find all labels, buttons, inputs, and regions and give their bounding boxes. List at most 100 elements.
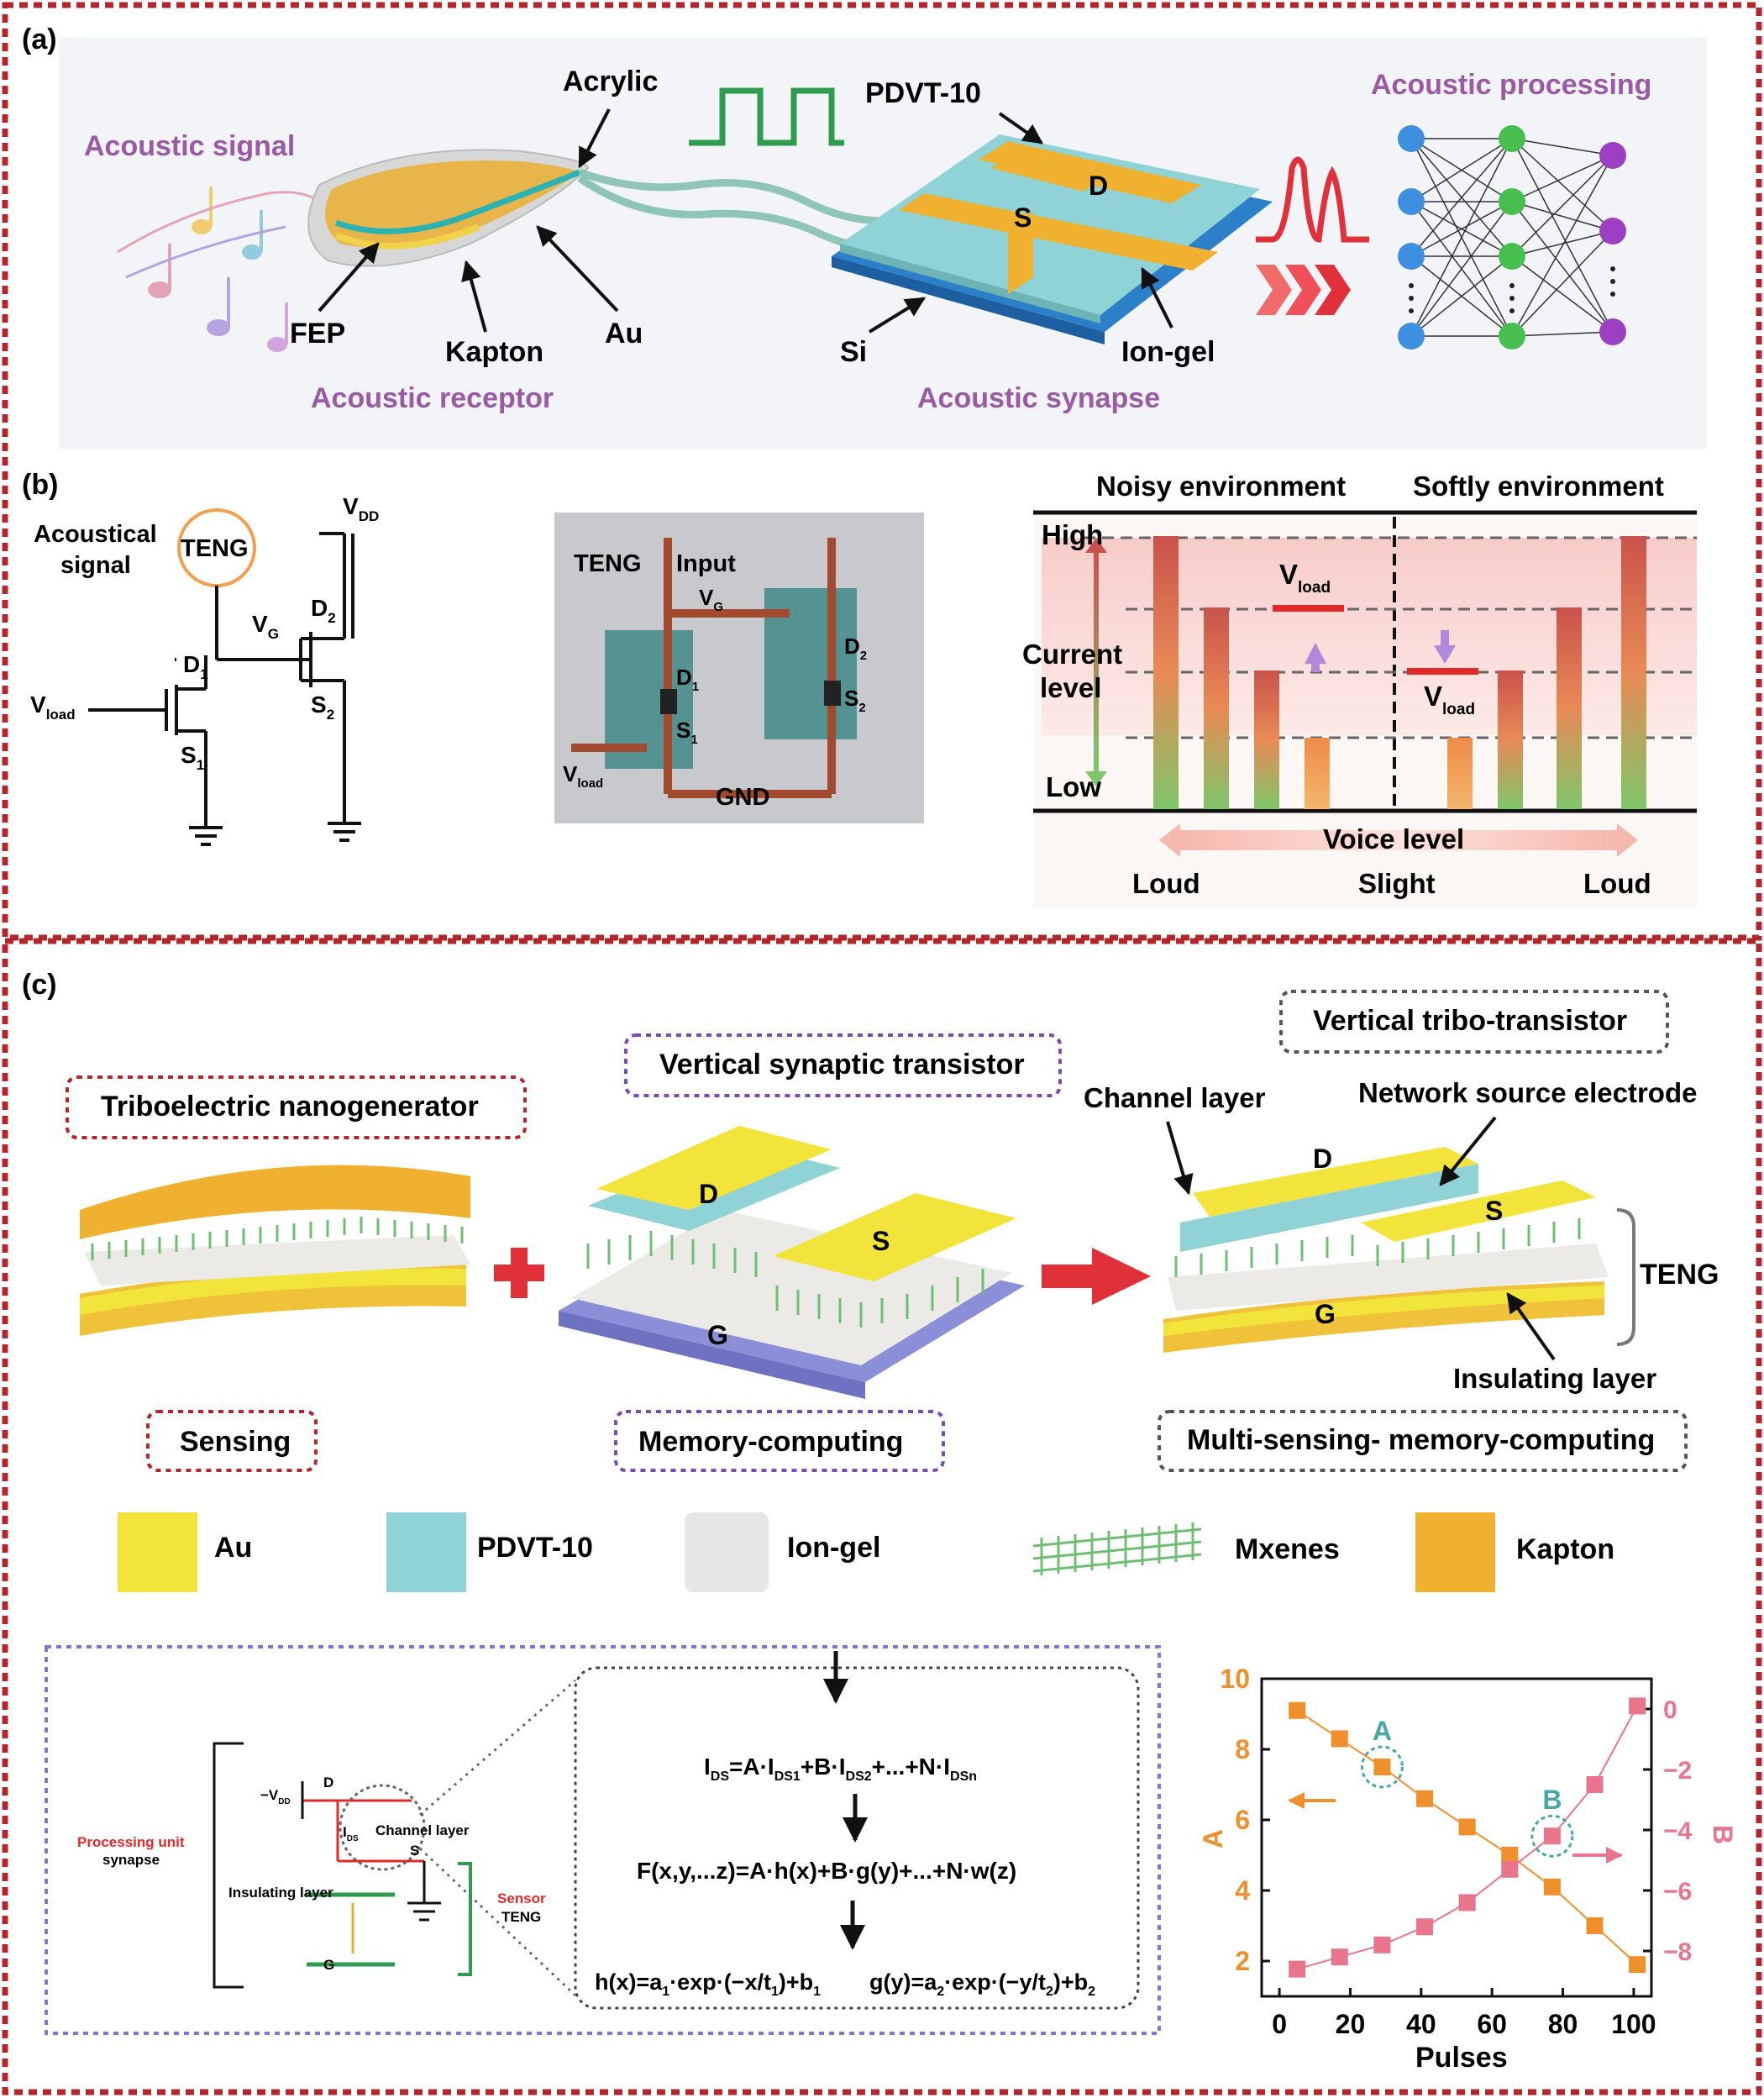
channel-layer-arrow	[1166, 1121, 1194, 1196]
y-left-tick-label: 4	[1235, 1875, 1250, 1906]
multi-sensing-label: Multi-sensing- memory-computing	[1187, 1424, 1655, 1456]
vtt-teng-label: TENG	[1640, 1259, 1719, 1291]
acoustic-processing-label: Acoustic processing	[1371, 69, 1651, 101]
data-point-A	[1629, 1956, 1646, 1974]
memory-computing-box	[614, 1410, 945, 1472]
square-pulse-icon	[689, 87, 844, 146]
equations-box	[574, 1666, 1140, 2010]
circuit-d-label: D	[323, 1775, 333, 1790]
x-tick-label: 80	[1548, 2009, 1578, 2039]
x-tick-label: 20	[1336, 2009, 1366, 2039]
photo-s1-label: S1	[676, 718, 698, 747]
y-left-tick-label: 2	[1235, 1946, 1250, 1976]
vdd-label: VDD	[343, 493, 379, 524]
x-tick-label: 40	[1406, 2009, 1436, 2039]
data-point-A	[1458, 1818, 1476, 1836]
y-right-tick-label: −2	[1663, 1757, 1692, 1785]
teng-title-box	[66, 1075, 527, 1139]
vload-label-low: Vload	[1424, 681, 1475, 718]
network-source-arrow	[1439, 1116, 1497, 1186]
x-tick-label: 60	[1477, 2009, 1507, 2039]
photo-teng-label: TENG	[574, 550, 642, 577]
vst-stack	[559, 1126, 1025, 1399]
memory-computing-label: Memory-computing	[638, 1426, 903, 1458]
device-photo	[554, 513, 924, 823]
frame-c	[2, 938, 1762, 2095]
vload-label: Vload	[30, 691, 76, 723]
insulating-layer-arrow	[1506, 1292, 1556, 1361]
x-tick-label: 100	[1611, 2009, 1656, 2039]
acoustic-receptor-label: Acoustic receptor	[311, 382, 554, 414]
teng-bracket	[1616, 1208, 1635, 1346]
y-right-tick-label: −4	[1663, 1817, 1693, 1845]
y-right-tick-label: −8	[1663, 1938, 1692, 1966]
current-level-label-1: Current	[1022, 639, 1122, 670]
y-left-tick-label: 8	[1235, 1734, 1250, 1764]
acoustic-synapse-label: Acoustic synapse	[917, 382, 1160, 414]
music-notes-icon	[117, 187, 320, 352]
y-left-tick-label: 6	[1235, 1805, 1250, 1835]
data-point-A	[1373, 1759, 1391, 1775]
ids-label: IDS	[343, 1824, 359, 1843]
fep-label: FEP	[290, 318, 345, 350]
legend-au-label: Au	[214, 1532, 252, 1564]
equation-3a: h(x)=a1·exp·(−x/t1)+b1	[595, 1969, 821, 1999]
data-point-B	[1373, 1936, 1391, 1953]
right-arrow-icon	[1042, 1248, 1151, 1305]
loud-right-label: Loud	[1583, 868, 1651, 899]
equation-1: IDS=A·IDS1+B·IDS2+...+N·IDSn	[704, 1754, 977, 1784]
neural-network-icon	[1398, 125, 1626, 350]
sensor-teng-label: TENG	[501, 1909, 541, 1925]
s1-label: S1	[181, 742, 204, 773]
source-label-a: S	[1014, 202, 1032, 233]
current-level-label-2: level	[1040, 672, 1101, 703]
chevron-arrows-icon	[1256, 265, 1351, 315]
photo-s2-label: S2	[844, 686, 866, 715]
loud-left-label: Loud	[1132, 868, 1200, 899]
data-point-B	[1543, 1827, 1561, 1845]
panel-a-label: (a)	[22, 24, 57, 55]
neg-vdd-label: −VDD	[260, 1787, 291, 1806]
au-label-a: Au	[605, 318, 643, 350]
circuit-g-label: G	[323, 1957, 334, 1973]
data-point-A	[1289, 1701, 1306, 1719]
vtt-title-box	[1279, 990, 1669, 1054]
sensing-box	[146, 1410, 318, 1472]
pdvt10-label-a: PDVT-10	[865, 77, 981, 109]
data-point-B	[1331, 1948, 1348, 1966]
legend-au-swatch	[118, 1512, 197, 1592]
photo-vg-label: VG	[699, 585, 723, 614]
legend-kapton-swatch	[1415, 1512, 1495, 1592]
vst-s-label: S	[872, 1226, 890, 1256]
acoustical-signal-label-2: signal	[60, 552, 131, 579]
frame-ab	[2, 2, 1762, 941]
slight-label: Slight	[1358, 868, 1436, 899]
materials-legend: Au PDVT-10 Ion-gel Mxenes Kapton	[118, 1512, 1614, 1592]
legend-mxenes-label: Mxenes	[1235, 1533, 1340, 1565]
acrylic-arrow	[578, 108, 611, 169]
circuit-insulating-label: Insulating layer	[228, 1885, 333, 1901]
d1-label: D1	[183, 651, 208, 682]
softly-environment-label: Softly environment	[1413, 471, 1664, 502]
b-circuit	[88, 508, 361, 846]
panel-c-label: (c)	[22, 969, 57, 1001]
acoustical-signal-label-1: Acoustical	[34, 521, 157, 548]
channel-layer-label: Channel layer	[1084, 1082, 1266, 1113]
model-circuit	[213, 1679, 577, 1997]
photo-input-label: Input	[676, 550, 736, 577]
data-point-A	[1331, 1730, 1348, 1748]
data-point-A	[1501, 1847, 1519, 1864]
data-point-B	[1458, 1894, 1476, 1911]
multi-sensing-box	[1158, 1410, 1688, 1472]
panel-b-label: (b)	[22, 469, 58, 501]
sensing-label: Sensing	[180, 1426, 291, 1458]
legend-pdvt-swatch	[386, 1512, 466, 1592]
equation-2: F(x,y,...z)=A·h(x)+B·g(y)+...+N·w(z)	[637, 1858, 1016, 1884]
legend-kapton-label: Kapton	[1516, 1533, 1614, 1565]
data-point-B	[1501, 1860, 1519, 1878]
x-tick-label: 0	[1272, 2009, 1287, 2039]
vtt-s-label: S	[1485, 1196, 1503, 1226]
vtt-stack	[1163, 1147, 1609, 1353]
